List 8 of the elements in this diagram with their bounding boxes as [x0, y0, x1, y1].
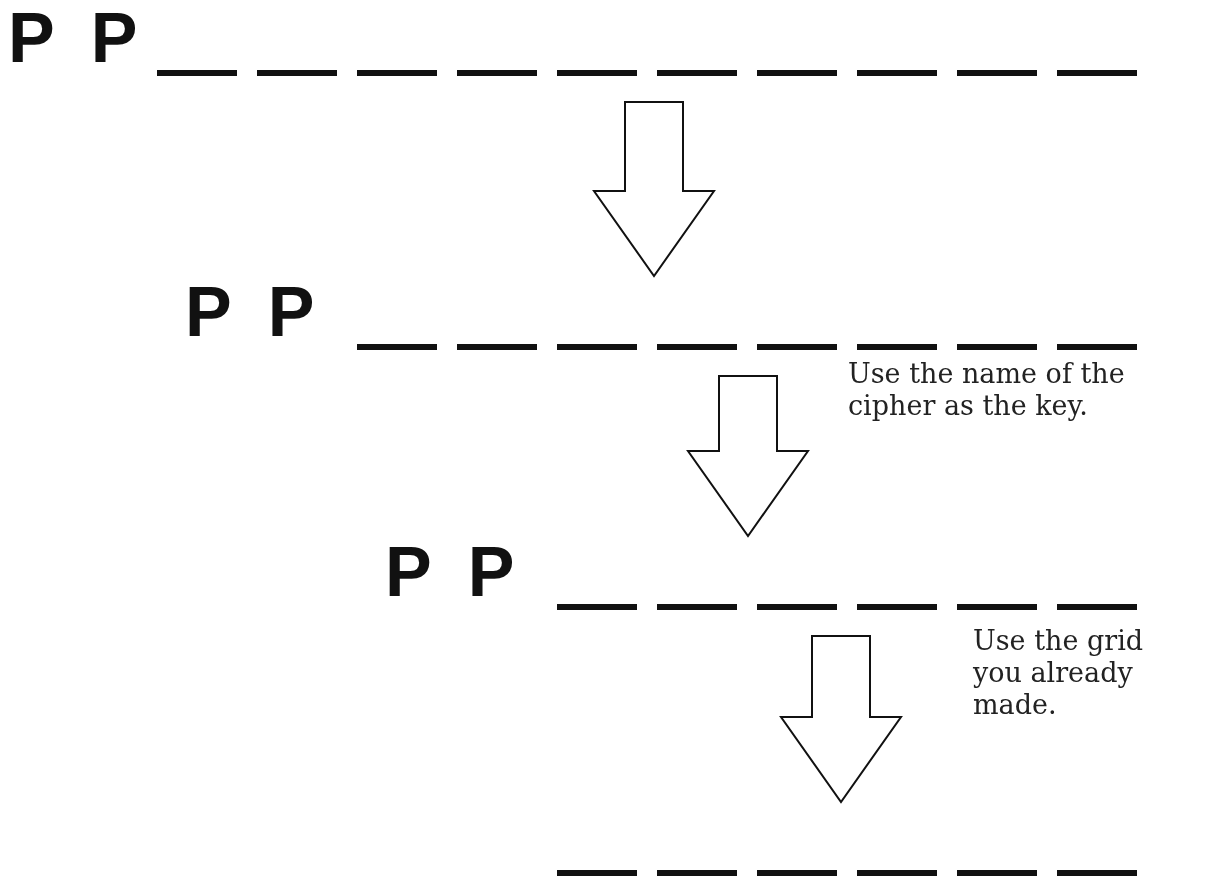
letter-text: P P	[185, 272, 315, 352]
letter-text: P P	[8, 0, 138, 78]
block-arrow	[592, 101, 716, 278]
edge-label: Use the grid you already made.	[973, 625, 1145, 721]
edge-label: Use the name of the cipher as the key.	[848, 358, 1126, 422]
letter-text: P P	[385, 532, 515, 612]
block-arrow	[686, 375, 810, 538]
block-arrow	[779, 635, 903, 804]
